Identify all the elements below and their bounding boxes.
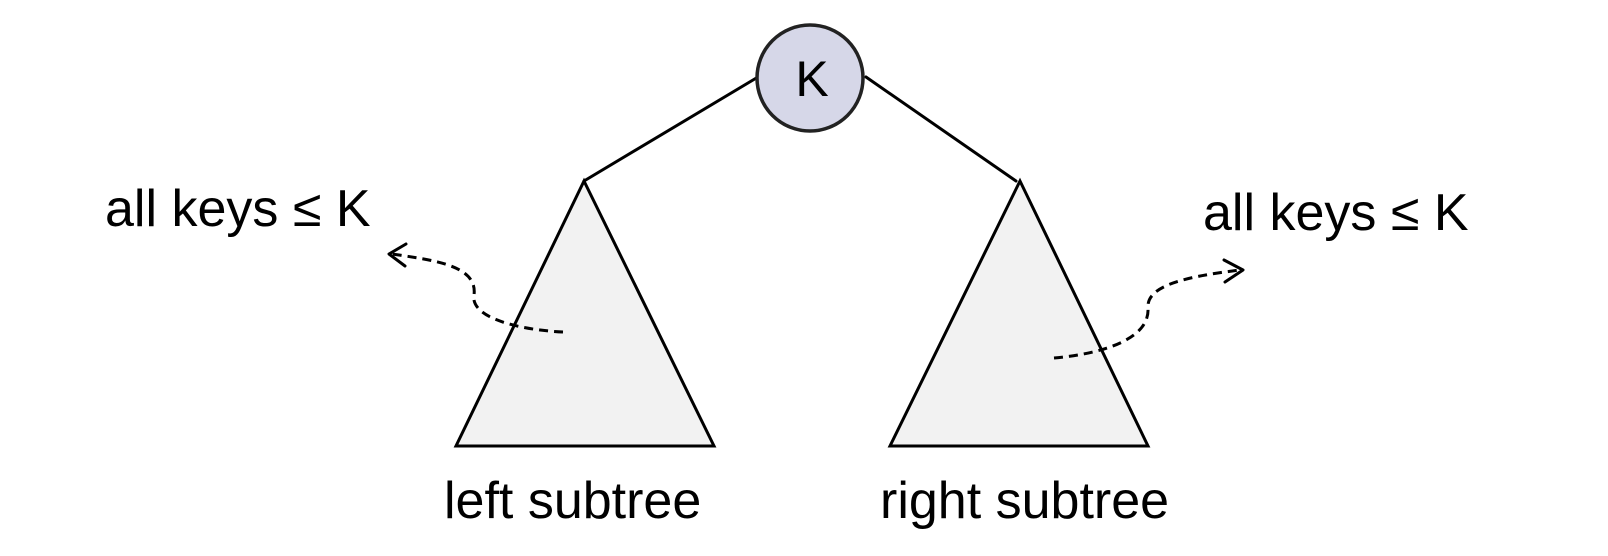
root-node: K (755, 23, 865, 133)
root-node-label: K (795, 51, 828, 107)
left-keys-label: all keys ≤ K (105, 180, 371, 238)
right-keys-label: all keys ≤ K (1203, 184, 1469, 242)
left-pointer-arrowhead (387, 242, 408, 268)
right-pointer-arrowhead (1222, 258, 1245, 284)
left-edge (582, 75, 760, 183)
right-edge (864, 75, 1018, 183)
left-subtree-triangle (453, 177, 717, 448)
left-pointer-arrow (391, 252, 564, 334)
right-subtree-triangle (887, 177, 1151, 448)
left-subtree-label: left subtree (444, 472, 701, 530)
right-subtree-label: right subtree (880, 472, 1169, 530)
root-node-circle (755, 23, 865, 133)
